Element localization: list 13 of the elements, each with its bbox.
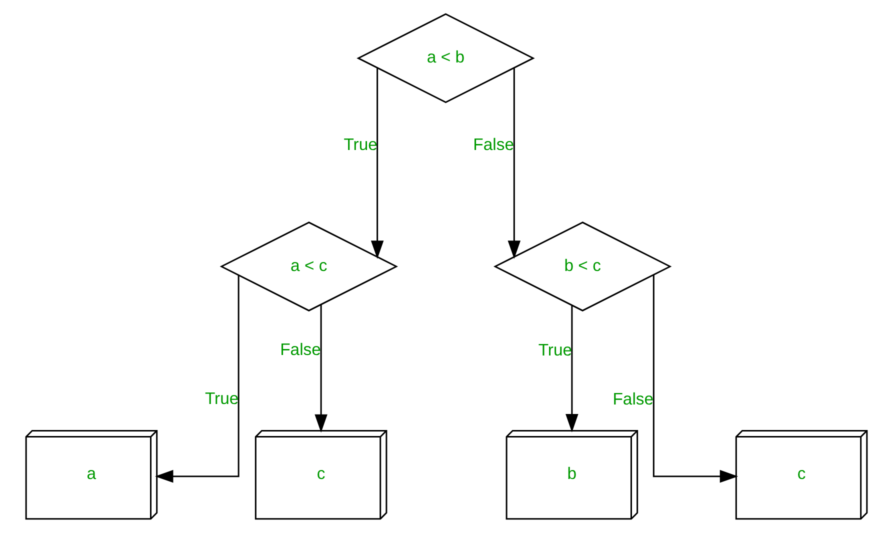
arrow <box>566 306 578 432</box>
arrow <box>314 304 328 433</box>
edge-label: False <box>612 389 654 408</box>
arrow <box>508 68 521 259</box>
edge-label: False <box>473 134 514 154</box>
arrow <box>652 274 738 483</box>
arrow <box>154 276 240 483</box>
edge-label: False <box>280 340 321 360</box>
node-diamond: a < b <box>356 13 535 104</box>
node-diamond: a < c <box>220 222 398 312</box>
edge-label: True <box>204 389 239 408</box>
arrow <box>370 68 384 259</box>
node-diamond: b < c <box>493 222 672 312</box>
